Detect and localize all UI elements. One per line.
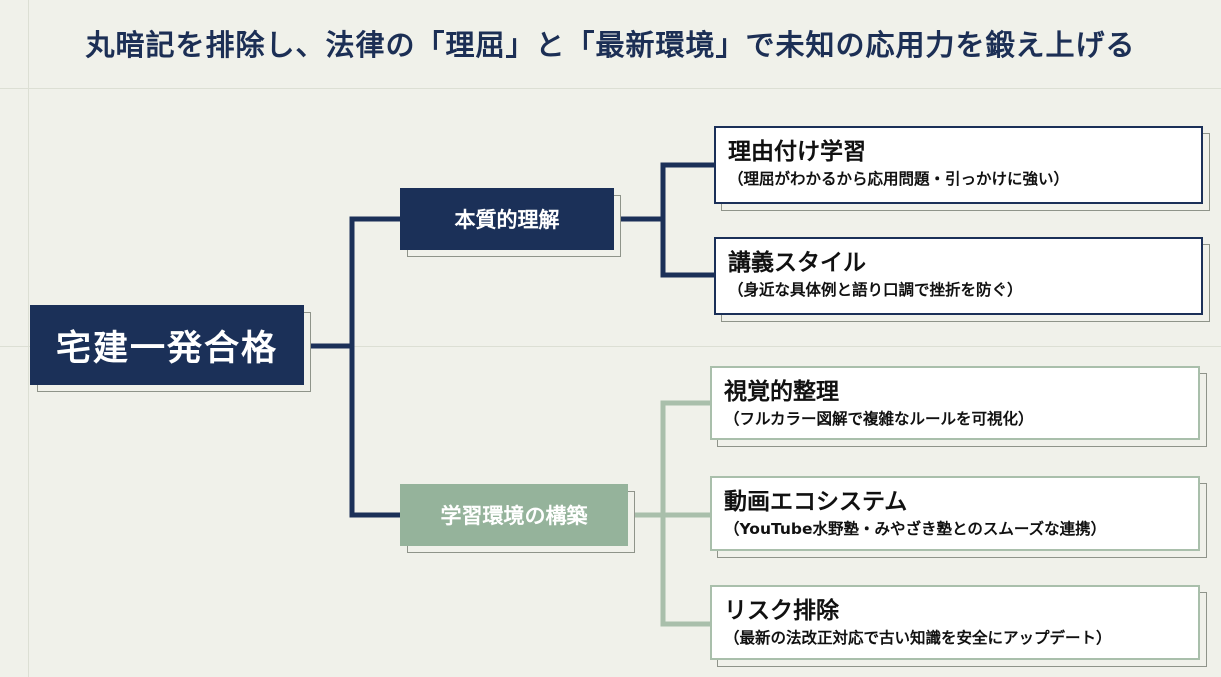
leaf-node-lecture: 講義スタイル （身近な具体例と語り口調で挫折を防ぐ） — [714, 237, 1210, 322]
branch-node-understanding: 本質的理解 — [400, 188, 621, 257]
branch-label: 学習環境の構築 — [400, 484, 628, 546]
leaf-title: 理由付け学習 — [728, 139, 866, 165]
grid-line — [28, 0, 29, 677]
leaf-title: 講義スタイル — [728, 250, 866, 276]
leaf-subtitle: （YouTube水野塾・みやざき塾とのスムーズな連携） — [724, 520, 1107, 538]
grid-line — [0, 88, 1221, 89]
connector-branch1-leaves — [614, 162, 714, 278]
leaf-subtitle: （最新の法改正対応で古い知識を安全にアップデート） — [724, 629, 1112, 647]
leaf-subtitle: （理屈がわかるから応用問題・引っかけに強い） — [728, 170, 1070, 188]
connector-branch2-leaves — [628, 400, 710, 627]
connector-root-branch2 — [349, 346, 400, 518]
leaf-node-video: 動画エコシステム （YouTube水野塾・みやざき塾とのスムーズな連携） — [710, 476, 1207, 558]
leaf-title: 動画エコシステム — [724, 489, 908, 515]
leaf-node-visual: 視覚的整理 （フルカラー図解で複雑なルールを可視化） — [710, 366, 1207, 447]
branch-node-environment: 学習環境の構築 — [400, 484, 635, 553]
leaf-node-risk: リスク排除 （最新の法改正対応で古い知識を安全にアップデート） — [710, 585, 1207, 667]
leaf-title: 視覚的整理 — [724, 379, 839, 405]
grid-line — [0, 346, 1221, 347]
root-label: 宅建一発合格 — [30, 305, 304, 385]
connector-root-branch1 — [304, 216, 400, 349]
leaf-title: リスク排除 — [724, 598, 839, 624]
branch-label: 本質的理解 — [400, 188, 614, 250]
page-title: 丸暗記を排除し、法律の「理屈」と「最新環境」で未知の応用力を鍛え上げる — [85, 28, 1136, 62]
leaf-subtitle: （フルカラー図解で複雑なルールを可視化） — [724, 410, 1034, 428]
leaf-subtitle: （身近な具体例と語り口調で挫折を防ぐ） — [728, 281, 1023, 299]
leaf-node-reasoning: 理由付け学習 （理屈がわかるから応用問題・引っかけに強い） — [714, 126, 1210, 211]
root-node: 宅建一発合格 — [30, 305, 311, 392]
